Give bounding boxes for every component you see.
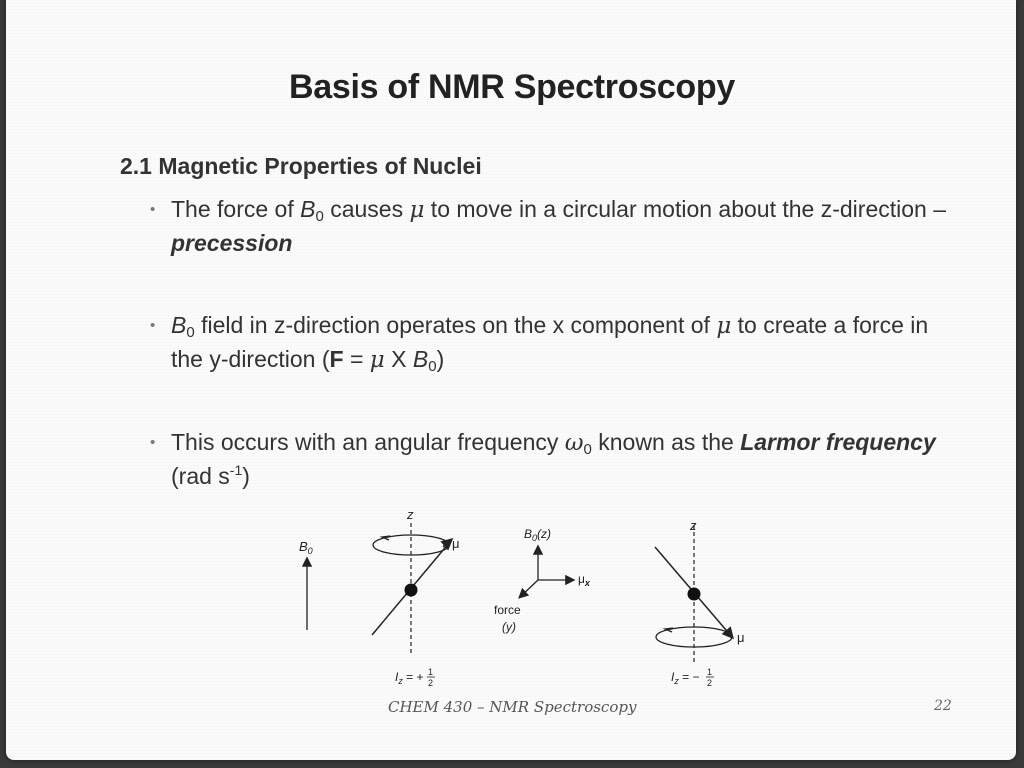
spin-down-diagram: z μ Iz = − 1 2 bbox=[654, 518, 745, 688]
svg-text:(y): (y) bbox=[502, 620, 516, 634]
slide-background bbox=[6, 0, 1016, 760]
omega-symbol: ω bbox=[564, 430, 584, 456]
svg-text:z: z bbox=[689, 518, 697, 533]
bullet-larmor: • This occurs with an angular frequency … bbox=[150, 426, 950, 493]
term-larmor: Larmor bbox=[740, 429, 820, 455]
spin-up-diagram: z μ Iz = + 1 2 bbox=[371, 507, 460, 688]
bullet-list: • The force of B0 causes μ to move in a … bbox=[150, 193, 950, 542]
svg-text:1: 1 bbox=[707, 667, 712, 677]
bullet-dot-icon: • bbox=[150, 434, 156, 451]
bullet-dot-icon: • bbox=[150, 201, 156, 218]
svg-text:z: z bbox=[406, 507, 414, 522]
svg-text:1: 1 bbox=[428, 667, 433, 677]
bullet-dot-icon: • bbox=[150, 317, 156, 334]
mu-symbol: μ bbox=[409, 197, 425, 223]
term-precession: precession bbox=[171, 230, 293, 256]
svg-text:2: 2 bbox=[707, 678, 712, 688]
mu-symbol: μ bbox=[716, 313, 732, 339]
bullet-force: • B0 field in z-direction operates on th… bbox=[150, 309, 950, 377]
svg-text:force: force bbox=[494, 603, 521, 617]
slide-title: Basis of NMR Spectroscopy bbox=[289, 68, 735, 106]
svg-text:μ: μ bbox=[452, 536, 460, 551]
svg-text:B0: B0 bbox=[299, 539, 313, 556]
svg-text:μx: μx bbox=[578, 572, 591, 588]
term-frequency: frequency bbox=[825, 429, 936, 455]
bullet-precession: • The force of B0 causes μ to move in a … bbox=[150, 193, 950, 260]
svg-text:Iz = +: Iz = + bbox=[395, 670, 424, 686]
svg-text:2: 2 bbox=[428, 678, 433, 688]
precession-diagram: B0 z μ Iz = + 1 2 B0(z) μx force (y) z μ… bbox=[299, 507, 745, 688]
svg-text:μ: μ bbox=[737, 630, 745, 645]
force-vector-diagram: B0(z) μx force (y) bbox=[494, 527, 591, 634]
section-heading: 2.1 Magnetic Properties of Nuclei bbox=[120, 153, 482, 179]
footer-course: CHEM 430 – NMR Spectroscopy bbox=[388, 698, 637, 716]
b0-field-arrow: B0 bbox=[299, 539, 313, 630]
svg-text:B0(z): B0(z) bbox=[524, 527, 551, 543]
svg-text:Iz = −: Iz = − bbox=[671, 670, 700, 686]
page-number: 22 bbox=[934, 698, 952, 714]
